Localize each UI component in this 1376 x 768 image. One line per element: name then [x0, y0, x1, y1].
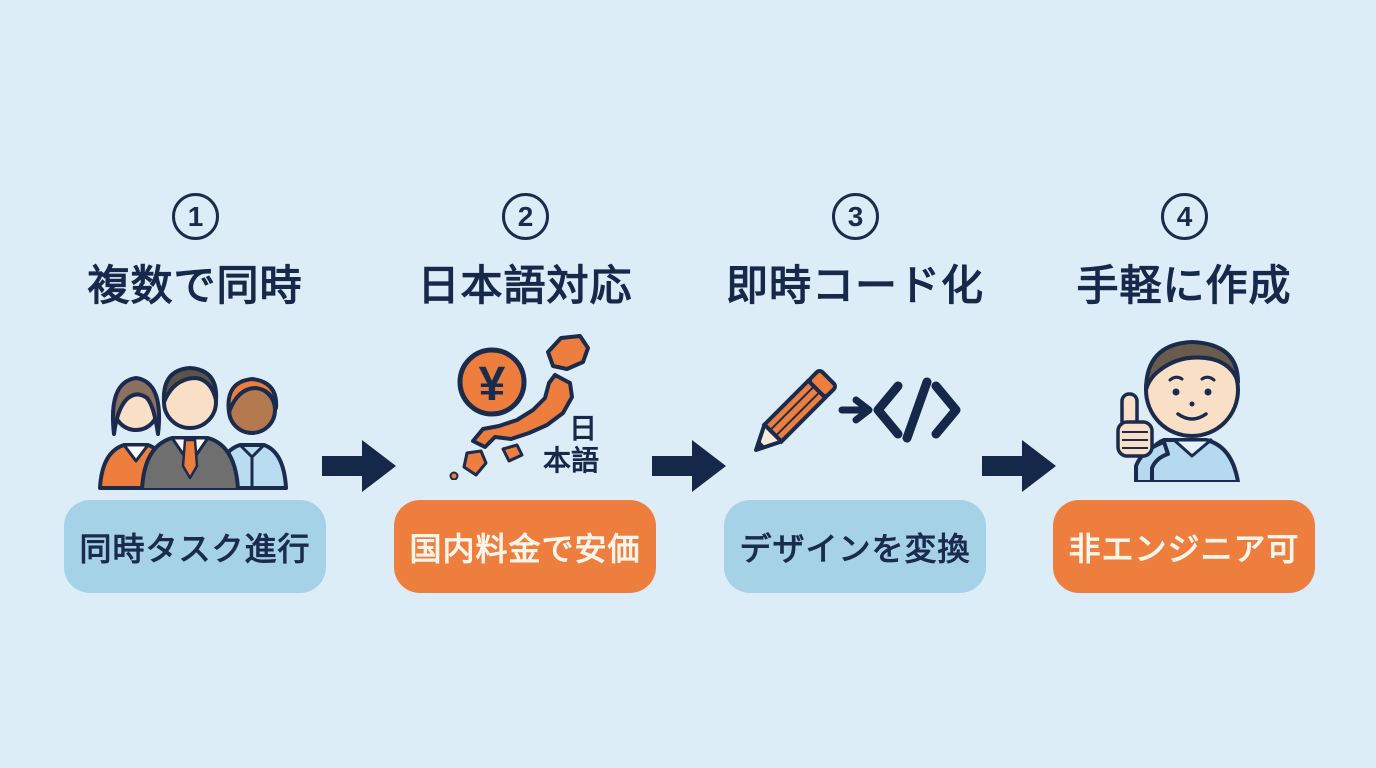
step-1-caption: 同時タスク進行 [79, 530, 311, 567]
step-1-title: 複数で同時 [87, 262, 303, 309]
people-group-icon [98, 366, 288, 490]
step-3-number-circle: 3 [832, 193, 879, 240]
right-arrow-small-icon [838, 396, 873, 424]
step-4-caption: 非エンジニア可 [1068, 530, 1300, 567]
step-4-number-circle: 4 [1161, 193, 1208, 240]
person-head [1144, 340, 1240, 438]
thumbs-up-person-icon [1116, 340, 1240, 482]
yen-coin-icon: ¥ [457, 347, 527, 417]
step-1-number: 1 [187, 200, 204, 232]
arrow-step3-step4-icon [982, 440, 1056, 492]
pencil-icon [754, 369, 837, 452]
pencil-to-code-icon [754, 369, 961, 452]
yen-symbol: ¥ [479, 358, 506, 411]
arrow-step2-step3-icon [652, 440, 726, 492]
map-label-line2: 本語 [543, 444, 599, 476]
map-label-line1: 日 [569, 413, 597, 444]
step-4-caption-badge: 非エンジニア可 [1053, 500, 1315, 593]
arrow-step1-step2-icon [322, 440, 396, 492]
step-2-caption: 国内料金で安価 [409, 530, 641, 567]
code-brackets-icon [873, 377, 961, 443]
step-3-title: 即時コード化 [725, 262, 984, 309]
step-2-caption-badge: 国内料金で安価 [394, 500, 656, 593]
step-4-title: 手軽に作成 [1076, 262, 1292, 309]
step-3-caption-badge: デザインを変換 [724, 500, 986, 593]
step-1-caption-badge: 同時タスク進行 [64, 500, 326, 593]
step-2-number: 2 [517, 200, 534, 232]
japan-map [449, 334, 590, 480]
step-3-caption: デザインを変換 [739, 530, 971, 567]
step-3-number: 3 [847, 200, 864, 232]
person-center [140, 366, 240, 490]
step-4-number: 4 [1176, 200, 1193, 232]
step-2-title: 日本語対応 [417, 262, 633, 309]
yen-japan-map-icon: ¥ 日 本語 [449, 334, 599, 480]
step-2-number-circle: 2 [502, 193, 549, 240]
thumbs-up-hand-icon [1116, 392, 1154, 458]
step-1-number-circle: 1 [172, 193, 219, 240]
